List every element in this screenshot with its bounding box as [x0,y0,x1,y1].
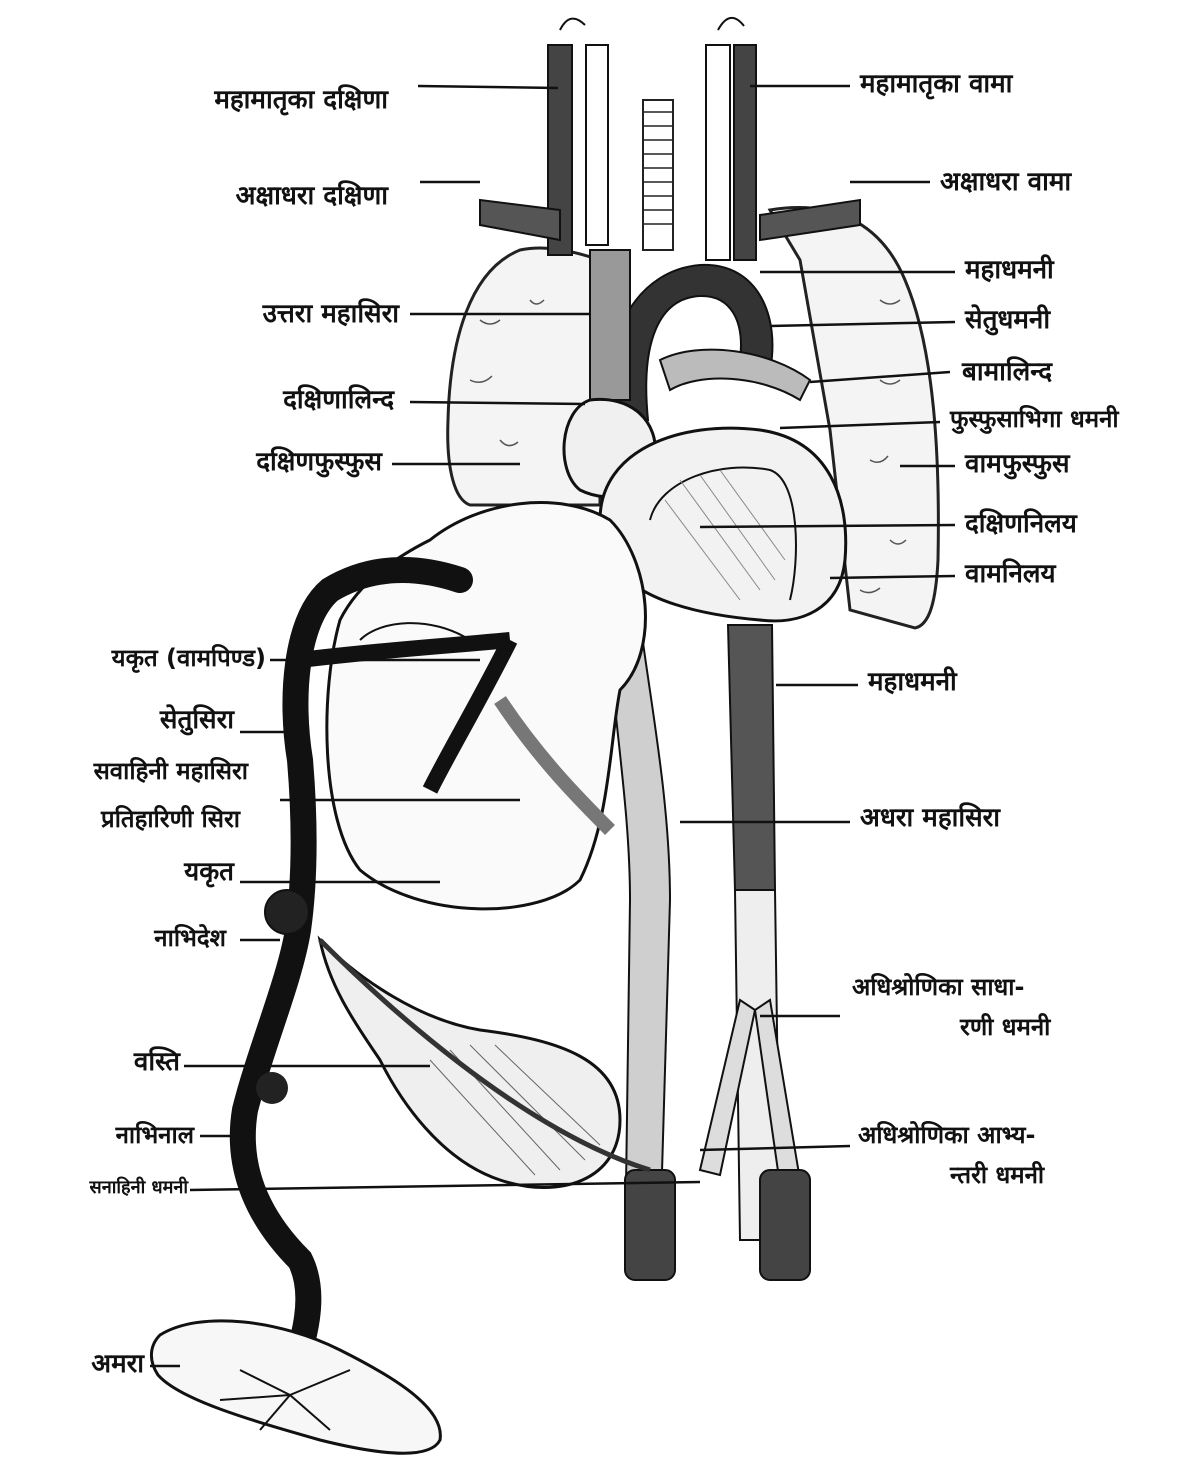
label-umbilicus: नाभिदेश [154,925,226,953]
label-superior-vena-cava: उत्तरा महासिरा [263,300,399,330]
label-internal-iliac-line2: न्तरी धमनी [950,1162,1044,1190]
label-left-ventricle: वामनिलय [965,560,1056,590]
label-bladder: वस्ति [134,1048,180,1078]
label-inferior-vena-cava: अधरा महासिरा [860,804,1000,834]
label-umbilical-cord: नाभिनाल [116,1122,194,1150]
label-internal-iliac-line1: अधिश्रोणिका आभ्य- [858,1122,1035,1150]
label-right-subclavian: अक्षाधरा दक्षिणा [236,182,388,212]
label-common-iliac-line1: अधिश्रोणिका साधा- [852,974,1024,1002]
label-right-ventricle: दक्षिणनिलय [965,510,1077,540]
label-hepatic-vein: प्रतिहारिणी सिरा [101,806,240,834]
trachea [643,100,673,250]
label-ductus-venosus: सेतुसिरा [160,706,234,736]
label-pulmonary-artery: फुस्फुसाभिगा धमनी [950,406,1119,434]
label-common-iliac-line2: रणी धमनी [960,1014,1050,1042]
label-ductus-arteriosus: सेतुधमनी [965,306,1050,336]
label-liver-left-lobe: यकृत (वामपिण्ड) [112,645,266,673]
label-right-atrium: दक्षिणालिन्द [283,386,394,416]
label-umbilical-artery: सनाहिनी धमनी [90,1178,188,1199]
label-right-lung: दक्षिणफुस्फुस [256,448,382,478]
label-left-lung: वामफुस्फुस [965,450,1070,480]
label-left-subclavian: अक्षाधरा वामा [940,168,1071,198]
label-liver: यकृत [184,858,234,888]
label-left-common-carotid: महामातृका वामा [860,70,1012,100]
descending-aorta [728,625,775,890]
label-placenta: अमरा [91,1350,144,1380]
label-portal-vein: सवाहिनी महासिरा [94,758,248,786]
label-left-atrium: बामालिन्द [962,358,1052,388]
label-right-common-carotid: महामातृका दक्षिणा [214,86,388,116]
inferior-vena-cava-shape [610,620,670,1260]
umbilicus-knot [265,890,309,934]
label-aorta-lower: महाधमनी [868,668,957,698]
label-aorta-upper: महाधमनी [965,256,1054,286]
placenta-shape [151,1321,440,1453]
